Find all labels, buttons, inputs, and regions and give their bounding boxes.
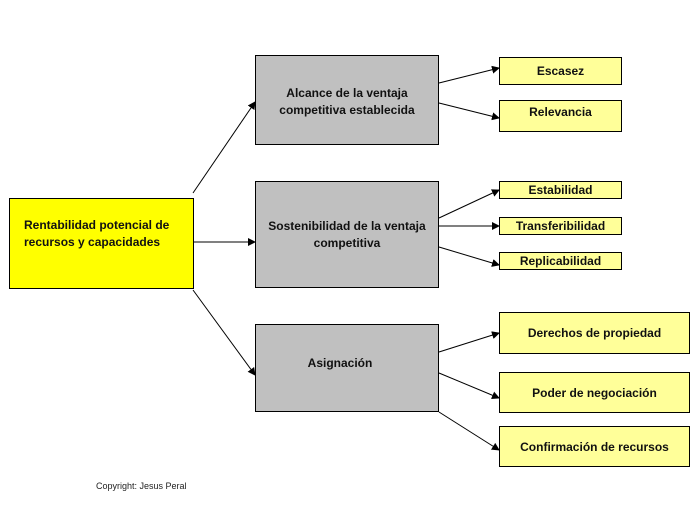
leaf-replicabilidad: Replicabilidad [499,252,622,270]
leaf-relevancia: Relevancia [499,100,622,132]
leaf-poder-negociacion: Poder de negociación [499,372,690,413]
arrow-asignacion-to-derechos [438,331,500,353]
leaf-estabilidad: Estabilidad [499,181,622,199]
arrow-root-to-asignacion [192,289,256,376]
branch-label-alcance: Alcance de la ventaja competitiva establ… [279,86,415,117]
leaf-escasez: Escasez [499,57,622,85]
branch-node-sostenibilidad: Sostenibilidad de la ventaja competitiva [255,181,439,288]
root-node: Rentabilidad potencial de recursos y cap… [9,198,194,289]
arrow-sostenibilidad-to-estabilidad [438,189,500,219]
arrow-sostenibilidad-to-replicabilidad [438,246,500,267]
leaf-transferibilidad: Transferibilidad [499,217,622,235]
leaf-derechos-propiedad: Derechos de propiedad [499,312,690,354]
root-label: Rentabilidad potencial de recursos y cap… [24,218,170,249]
arrow-alcance-to-relevancia [438,102,500,121]
leaf-confirmacion-recursos: Confirmación de recursos [499,426,690,467]
arrow-asignacion-to-confirmacion [438,411,500,451]
branch-label-asignacion: Asignación [307,356,373,370]
arrow-asignacion-to-poder [438,372,500,399]
branch-label-sostenibilidad: Sostenibilidad de la ventaja competitiva [268,219,426,250]
arrow-root-to-alcance [192,101,256,194]
branch-node-asignacion: Asignación [255,324,439,412]
arrow-alcance-to-escasez [438,65,500,84]
copyright-text: Copyright: Jesus Peral [96,481,187,491]
branch-node-alcance: Alcance de la ventaja competitiva establ… [255,55,439,145]
